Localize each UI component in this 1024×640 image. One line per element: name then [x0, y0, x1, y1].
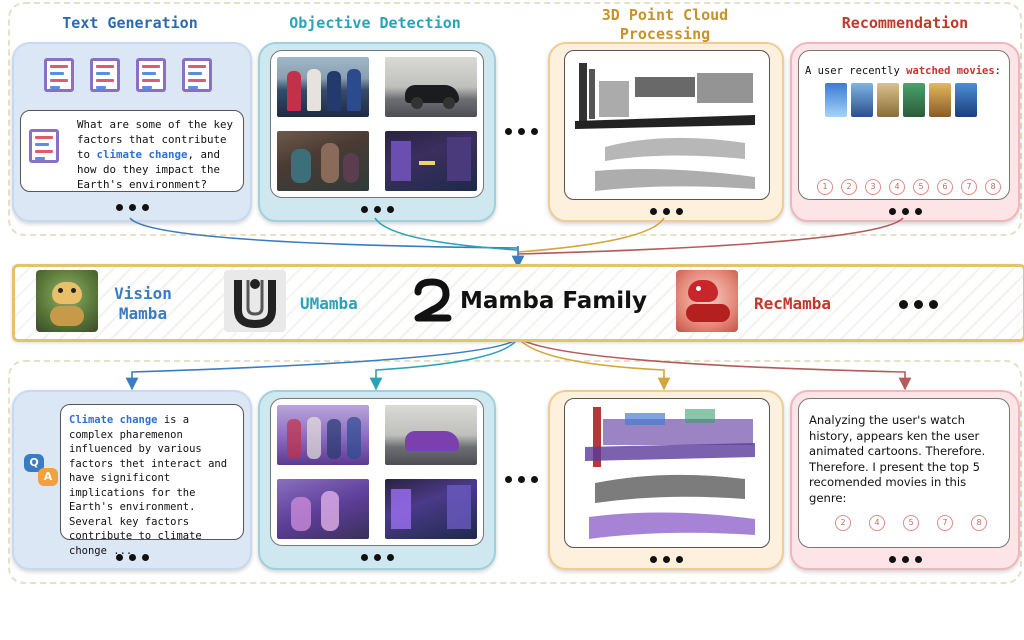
rank-circle: 5 — [903, 515, 919, 531]
recommendation-answer-box: Analyzing the user's watch history, appe… — [798, 398, 1010, 548]
photo-group-people-segmented — [277, 405, 369, 465]
ellipsis-dots — [550, 552, 782, 566]
photo-street-workers — [277, 131, 369, 191]
recommendation-answer-text: Analyzing the user's watch history, appe… — [809, 413, 986, 505]
title-text-generation: Text Generation — [62, 14, 198, 32]
movie-poster — [877, 83, 899, 117]
rank-circle: 8 — [985, 179, 1001, 195]
question-text: What are some of the key factors that co… — [77, 118, 234, 191]
document-icon — [29, 129, 59, 163]
document-icon — [182, 58, 212, 92]
point-cloud-result-card — [548, 390, 784, 570]
photo-night-segmented — [385, 479, 477, 539]
umamba-label: UMamba — [300, 294, 358, 313]
answer-text: Climate change is a complex pharemenon i… — [69, 414, 228, 557]
rank-circle: 7 — [961, 179, 977, 195]
movie-poster — [903, 83, 925, 117]
ellipsis-dots — [260, 550, 494, 564]
more-tasks-ellipsis — [496, 124, 546, 138]
answer-card: Q A Climate change is a complex pharemen… — [12, 390, 252, 570]
document-icon — [90, 58, 120, 92]
title-recommendation: Recommendation — [841, 14, 969, 32]
rank-circle: 4 — [869, 515, 885, 531]
ellipsis-dots — [14, 550, 250, 564]
point-cloud-result-frame — [564, 398, 770, 548]
more-results-ellipsis — [496, 472, 546, 486]
qa-icon: Q A — [24, 454, 58, 488]
text-generation-card: What are some of the key factors that co… — [12, 42, 252, 222]
mamba-logo-icon — [410, 278, 454, 324]
rank-circle: 4 — [889, 179, 905, 195]
mamba-family-band — [12, 264, 1024, 342]
rank-circle: 2 — [841, 179, 857, 195]
ellipsis-dots — [792, 204, 1018, 218]
umamba-logo — [224, 270, 286, 332]
answer-box: Climate change is a complex pharemenon i… — [60, 404, 244, 557]
photo-car-segmented — [385, 405, 477, 465]
detection-images-frame — [270, 50, 484, 198]
photo-group-people — [277, 57, 369, 117]
recmamba-label: RecMamba — [754, 294, 832, 313]
point-cloud-frame — [564, 50, 770, 200]
photo-street-segmented — [277, 479, 369, 539]
bottom-section-frame — [8, 360, 1022, 584]
segmented-point-cloud — [585, 407, 755, 539]
movie-poster — [955, 83, 977, 117]
photo-car — [385, 57, 477, 117]
rank-circle: 3 — [865, 179, 881, 195]
recmamba-logo — [676, 270, 738, 332]
movie-poster — [851, 83, 873, 117]
rank-circle: 7 — [937, 515, 953, 531]
rank-circle: 5 — [913, 179, 929, 195]
ellipsis-dots — [792, 552, 1018, 566]
document-icon — [44, 58, 74, 92]
movie-poster — [825, 83, 847, 117]
point-cloud-render — [575, 63, 755, 191]
doc-icon-row — [44, 58, 224, 94]
ellipsis-dots — [550, 204, 782, 218]
watched-prompt: A user recently watched movies: — [805, 65, 1001, 77]
vision-mamba-logo — [36, 270, 98, 332]
rank-circle: 8 — [971, 515, 987, 531]
ellipsis-dots — [260, 202, 494, 216]
ellipsis-dots — [14, 200, 250, 214]
detection-result-card — [258, 390, 496, 570]
title-3d-point-cloud: 3D Point Cloud Processing — [601, 6, 729, 43]
vision-mamba-label: Vision Mamba — [114, 284, 172, 323]
watch-history-box: A user recently watched movies: 1 2 3 4 … — [798, 50, 1010, 200]
more-models-ellipsis — [888, 296, 948, 310]
top-section-frame — [8, 2, 1022, 236]
rank-circle: 1 — [817, 179, 833, 195]
mamba-family-title: Mamba Family — [460, 288, 647, 314]
recommendation-card: A user recently watched movies: 1 2 3 4 … — [790, 42, 1020, 222]
rank-circle: 2 — [835, 515, 851, 531]
point-cloud-card — [548, 42, 784, 222]
movie-poster — [929, 83, 951, 117]
detection-result-frame — [270, 398, 484, 546]
title-objective-detection: Objective Detection — [289, 14, 461, 32]
object-detection-card — [258, 42, 496, 222]
question-box: What are some of the key factors that co… — [20, 110, 244, 192]
photo-night-street — [385, 131, 477, 191]
document-icon — [136, 58, 166, 92]
recommendation-result-card: Analyzing the user's watch history, appe… — [790, 390, 1020, 570]
rank-circle: 6 — [937, 179, 953, 195]
